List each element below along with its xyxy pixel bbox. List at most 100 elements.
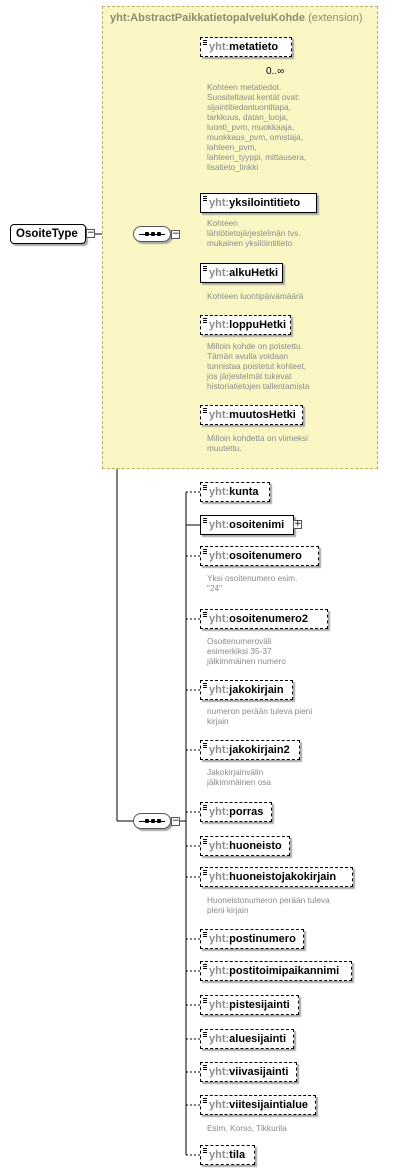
documentation-line: Milloin kohde on poistettu. [207,341,303,351]
element-name: pistesijainti [229,999,290,1011]
sequence-dot [151,819,155,823]
documentation-line: mukainen yksilöintitieto [207,238,293,248]
element-jakokirjain[interactable]: yht:jakokirjain [200,680,293,700]
documentation-line: Milloin kohdetta on viimeksi [207,433,308,443]
element-icon [203,805,207,812]
documentation-line: tarkkuus, datan_luoja, [207,112,289,122]
element-icon [203,683,207,690]
element-icon [203,318,207,325]
documentation-line: Yksi osoitenumero esim. [207,573,298,583]
sequence-dot [157,232,161,236]
element-tila[interactable]: yht:tila [200,1145,255,1165]
documentation-line: "24" [207,583,223,593]
element-documentation: Kohteen metatiedot.Suositeltavat kentät … [207,82,367,172]
element-kunta[interactable]: yht:kunta [200,482,270,502]
root-collapse-toggle[interactable]: − [86,228,95,238]
inherited-sequence-toggle[interactable]: − [171,229,180,239]
element-jakokirjain2[interactable]: yht:jakokirjain2 [200,740,300,760]
documentation-line: lähtötietojärjestelmän tvs. [207,228,301,238]
element-prefix: yht: [209,41,230,53]
own-sequence-toggle[interactable]: − [171,816,180,826]
documentation-line: jos järjestelmät tukevat [207,371,292,381]
element-icon [203,1032,207,1039]
element-alkuhetki[interactable]: yht:alkuHetki [200,263,284,283]
element-osoitenumero2[interactable]: yht:osoitenumero2 [200,609,328,629]
element-prefix: yht: [209,519,230,531]
element-prefix: yht: [209,613,230,625]
element-icon [203,266,207,273]
element-osoitenumero[interactable]: yht:osoitenumero [200,546,319,566]
element-prefix: yht: [209,550,230,562]
element-aluesijainti[interactable]: yht:aluesijainti [200,1029,294,1049]
documentation-line: tunnistaa poistetut kohteet, [207,361,307,371]
element-prefix: yht: [209,965,230,977]
element-prefix: yht: [209,840,230,852]
sequence-dot [145,232,149,236]
element-muutoshetki[interactable]: yht:muutosHetki [200,405,303,425]
root-type-node[interactable]: OsoiteType [10,224,86,244]
documentation-line: numeron perään tuleva pieni [207,706,313,716]
element-name: jakokirjain [229,684,284,696]
element-prefix: yht: [209,684,230,696]
documentation-line: Kohteen [207,218,238,228]
element-icon [203,485,207,492]
element-metatieto[interactable]: yht:metatieto [200,37,292,57]
element-name: loppuHetki [229,319,287,331]
element-name: osoitenumero2 [229,613,309,625]
element-prefix: yht: [209,1149,230,1161]
element-name: postitoimipaikannimi [229,965,340,977]
element-icon [203,518,207,525]
element-osoitenimi[interactable]: yht:osoitenimi+ [200,515,302,535]
element-documentation: Kohteen luontipäivämäärä [207,291,367,301]
element-prefix: yht: [209,1099,230,1111]
expand-toggle[interactable]: + [293,519,302,529]
element-icon [203,870,207,877]
element-name: postinumero [229,933,296,945]
documentation-line: Osoitenumeroväli [207,636,272,646]
element-prefix: yht: [209,744,230,756]
element-huoneisto[interactable]: yht:huoneisto [200,836,290,856]
documentation-line: lahteen_tyyppi, mittausera, [207,152,307,162]
documentation-line: muutettu. [207,443,242,453]
element-name: porras [229,806,264,818]
element-icon [203,549,207,556]
element-documentation: Yksi osoitenumero esim."24" [207,573,367,593]
element-yksilointitieto[interactable]: yht:yksilointitieto [200,193,317,213]
element-icon [203,743,207,750]
documentation-line: Kohteen metatiedot. [207,82,282,92]
element-name: metatieto [229,41,279,53]
element-viivasijainti[interactable]: yht:viivasijainti [200,1062,297,1082]
element-postinumero[interactable]: yht:postinumero [200,929,304,949]
element-icon [203,932,207,939]
element-huoneistojakokirjain[interactable]: yht:huoneistojakokirjain [200,867,353,887]
element-name: aluesijainti [229,1033,287,1045]
element-loppuhetki[interactable]: yht:loppuHetki [200,315,292,335]
own-sequence-compositor[interactable] [133,813,171,829]
element-porras[interactable]: yht:porras [200,802,272,822]
element-prefix: yht: [209,319,230,331]
element-icon [203,839,207,846]
element-prefix: yht: [209,267,230,279]
element-name: jakokirjain2 [229,744,290,756]
documentation-line: lisatieto_linkki [207,162,259,172]
element-postitoimipaikannimi[interactable]: yht:postitoimipaikannimi [200,961,352,981]
element-name: alkuHetki [229,267,279,279]
element-documentation: Esim. Korso, Tikkurila [207,1123,367,1133]
element-viitesijaintialue[interactable]: yht:viitesijaintialue [200,1095,316,1115]
element-pistesijainti[interactable]: yht:pistesijainti [200,995,299,1015]
documentation-line: Tämän avulla voidaan [207,351,289,361]
element-prefix: yht: [209,1033,230,1045]
element-icon [203,1065,207,1072]
sequence-dot [157,819,161,823]
element-name: osoitenumero [229,550,302,562]
element-name: muutosHetki [229,409,296,421]
documentation-line: historiatietojen tallentamista [207,381,310,391]
inherited-sequence-compositor[interactable] [133,226,171,242]
element-name: kunta [229,486,259,498]
documentation-line: sijaintitiedonluontitapa, [207,102,291,112]
multiplicity-label: 0..∞ [266,66,285,77]
element-icon [203,408,207,415]
